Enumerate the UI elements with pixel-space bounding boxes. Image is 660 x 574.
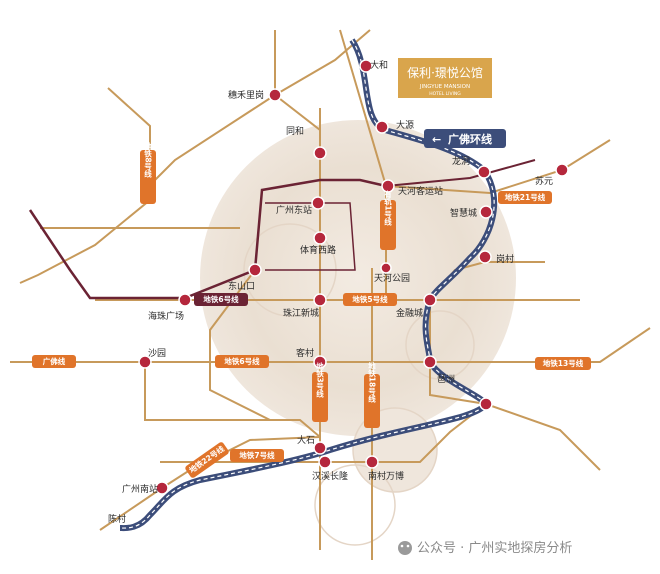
station-suihe[interactable] bbox=[268, 88, 282, 102]
station-dongshankou[interactable] bbox=[248, 263, 262, 277]
ring-halo bbox=[314, 464, 396, 546]
label-tiyu-xilu: 体育西路 bbox=[300, 244, 336, 256]
station-zhujiang-xc[interactable] bbox=[313, 293, 327, 307]
label-nancun: 南村万博 bbox=[368, 470, 404, 482]
station-jinrongcheng[interactable] bbox=[423, 293, 437, 307]
station-gz-east[interactable] bbox=[311, 196, 325, 210]
station-haizhu-sq[interactable] bbox=[178, 293, 192, 307]
watermark-text: 公众号 · 广州实地探房分析 bbox=[417, 540, 572, 556]
wechat-icon-eye bbox=[406, 544, 410, 548]
tag-guangfo-text: 广佛线 bbox=[43, 356, 66, 366]
ring-halo bbox=[405, 310, 475, 380]
tag-line-13-text: 地铁13号线 bbox=[543, 358, 584, 368]
callout-box bbox=[424, 129, 506, 148]
tag-line-18 bbox=[364, 374, 380, 428]
wechat-icon-eye bbox=[400, 544, 404, 548]
label-suihe: 穗禾里岗 bbox=[228, 89, 264, 101]
station-dashi[interactable] bbox=[313, 441, 327, 455]
line-misc bbox=[144, 362, 321, 438]
station-zhihuicheng[interactable] bbox=[479, 205, 493, 219]
brand-subtitle: JINGYUE MANSION bbox=[419, 84, 470, 90]
tag-line-6b bbox=[215, 355, 269, 368]
station-pazhou[interactable] bbox=[423, 355, 437, 369]
label-tianhe-park: 天河公园 bbox=[374, 272, 410, 284]
label-jinrongcheng: 金融城 bbox=[396, 307, 423, 319]
station-gz-south[interactable] bbox=[155, 481, 169, 495]
station-longdong[interactable] bbox=[477, 165, 491, 179]
label-tonghe: 同和 bbox=[286, 126, 304, 137]
label-dayuan: 大源 bbox=[396, 119, 414, 131]
label-longdong: 龙洞 bbox=[452, 155, 470, 167]
tag-line-21-text: 地铁21号线 bbox=[505, 192, 546, 202]
brand-tagline: HOTEL LIVING bbox=[429, 91, 461, 97]
line-suihe-ne bbox=[274, 29, 371, 96]
label-pazhou: 琶洲 bbox=[437, 374, 455, 385]
tag-line-18-text: 地铁18号线 bbox=[367, 360, 376, 403]
station-shayuan[interactable] bbox=[138, 355, 152, 369]
station-tianhe-coach[interactable] bbox=[381, 179, 395, 193]
label-dongshankou: 东山口 bbox=[228, 280, 255, 292]
station-tiyu-xilu[interactable] bbox=[313, 231, 327, 245]
callout-label: 广佛环线 bbox=[448, 132, 492, 146]
label-hanxi: 汉溪长隆 bbox=[312, 470, 348, 482]
brand-title: 保利·璟悦公馆 bbox=[407, 65, 483, 80]
tag-line-22 bbox=[185, 442, 229, 478]
line-8-path bbox=[19, 87, 151, 284]
label-gz-south: 广州南站 bbox=[122, 483, 158, 495]
stations bbox=[138, 59, 569, 495]
station-labels: 大和 穗禾里岗 大源 同和 龙洞 苏元 天河客运站 智慧城 广州东站 体育西路 … bbox=[108, 59, 553, 525]
label-haizhu-sq: 海珠广场 bbox=[148, 310, 184, 322]
tag-line-8-text: 地铁8号线 bbox=[143, 141, 152, 179]
line-north-east bbox=[339, 29, 387, 187]
label-chencun: 陈村 bbox=[108, 513, 126, 525]
label-dashi: 大石 bbox=[297, 434, 315, 446]
label-gz-east: 广州东站 bbox=[276, 204, 312, 216]
tag-apm-text: 有轨1号线 bbox=[383, 189, 392, 227]
tag-line-7 bbox=[230, 449, 284, 462]
label-gangcun: 岗村 bbox=[496, 253, 514, 265]
tag-line-5-text: 地铁5号线 bbox=[352, 294, 388, 304]
station-tianhe-park[interactable] bbox=[380, 262, 392, 274]
station-dayuan[interactable] bbox=[375, 120, 389, 134]
city-core-halo bbox=[200, 120, 516, 436]
tag-guangfo bbox=[32, 355, 76, 368]
tag-line-13 bbox=[535, 357, 591, 370]
tag-line-3-text: 地铁3号线 bbox=[315, 361, 324, 399]
station-kecun[interactable] bbox=[313, 355, 327, 369]
label-tianhe-coach: 天河客运站 bbox=[398, 185, 443, 197]
label-suyuan: 苏元 bbox=[535, 175, 553, 187]
station-hanxi[interactable] bbox=[318, 455, 332, 469]
line-21-path bbox=[385, 139, 611, 195]
tag-line-8 bbox=[140, 150, 156, 204]
line-6-east bbox=[385, 159, 536, 187]
tag-line-6 bbox=[194, 293, 248, 306]
label-zhujiang-xc: 珠江新城 bbox=[283, 307, 319, 319]
brand-logo: 保利·璟悦公馆 JINGYUE MANSION HOTEL LIVING bbox=[398, 58, 492, 98]
station-dahe[interactable] bbox=[359, 59, 373, 73]
tag-line-21 bbox=[498, 191, 552, 204]
tag-line-5 bbox=[343, 293, 397, 306]
station-tonghe[interactable] bbox=[313, 146, 327, 160]
guangfo-callout[interactable]: ← 广佛环线 bbox=[424, 129, 506, 148]
tag-line-6b-text: 地铁6号线 bbox=[224, 356, 260, 366]
tag-line-7-text: 地铁7号线 bbox=[239, 450, 275, 460]
label-zhihuicheng: 智慧城 bbox=[450, 207, 477, 219]
label-dahe: 大和 bbox=[370, 59, 388, 71]
wechat-icon bbox=[398, 541, 412, 555]
line-tags: 地铁8号线 地铁21号线 地铁6号线 有轨1号线 地铁5号线 广佛线 地铁6号线… bbox=[32, 141, 591, 478]
station-gangcun[interactable] bbox=[478, 250, 492, 264]
tag-apm bbox=[380, 200, 396, 250]
tag-line-6-text: 地铁6号线 bbox=[203, 294, 239, 304]
station-nancun[interactable] bbox=[365, 455, 379, 469]
tag-line-3 bbox=[312, 372, 328, 422]
station-pazhou-south[interactable] bbox=[479, 397, 493, 411]
label-shayuan: 沙园 bbox=[148, 348, 166, 359]
watermark: 公众号 · 广州实地探房分析 bbox=[398, 540, 572, 556]
brand-logo-box bbox=[398, 58, 492, 98]
label-kecun: 客村 bbox=[296, 347, 314, 359]
arrow-left-icon: ← bbox=[432, 133, 441, 146]
station-suyuan[interactable] bbox=[555, 163, 569, 177]
